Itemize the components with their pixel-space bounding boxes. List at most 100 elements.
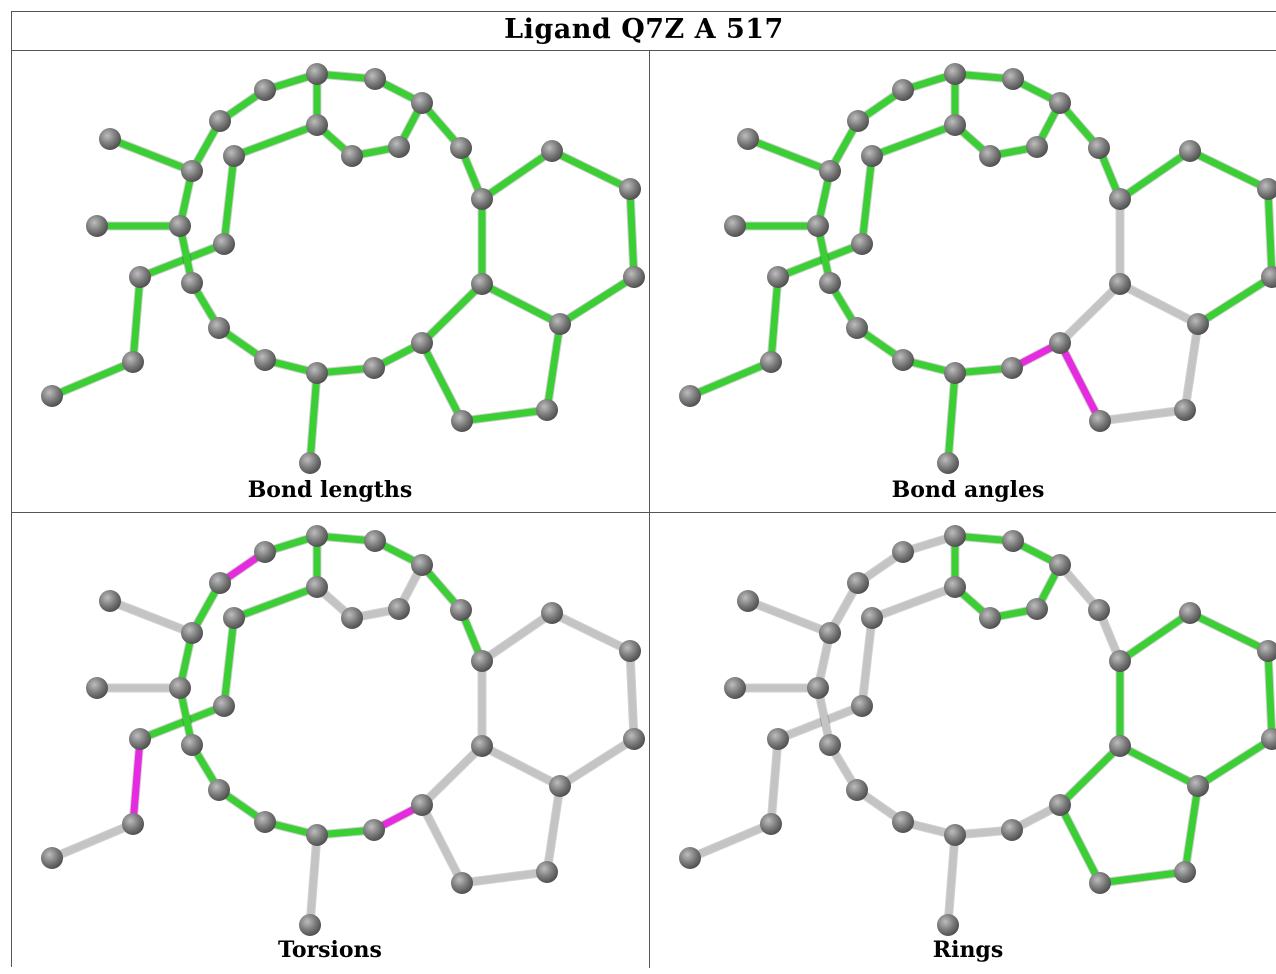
atom [181,622,203,644]
atom [760,351,782,373]
table-title: Ligand Q7Z A 517 [12,12,1276,51]
bond [458,868,551,887]
bond [1056,280,1124,347]
atom [679,847,701,869]
atom [181,160,203,182]
atom [306,114,328,136]
atom [1049,92,1071,114]
atom [223,145,245,167]
atom [129,728,151,750]
atom [364,530,386,552]
atom [1257,640,1276,662]
atom [767,728,789,750]
atom [846,317,868,339]
atom [549,775,571,797]
molecule-diagram-torsions [41,525,645,936]
atom [99,128,121,150]
bond [306,369,321,467]
atom [1261,728,1276,750]
atom [223,607,245,629]
atom [306,525,328,547]
atom [1187,313,1209,335]
atom [181,272,203,294]
atom [208,779,230,801]
bond [48,358,137,400]
atom [181,734,203,756]
bond [543,782,564,876]
atom [851,695,873,717]
atom [536,399,558,421]
bond [944,831,959,929]
atom [411,794,433,816]
atom [1174,399,1196,421]
atom [819,622,841,644]
atom [306,824,328,846]
atom [807,215,829,237]
atom [861,607,883,629]
bond [220,152,238,248]
atom [737,128,759,150]
bond [478,147,556,203]
bond [774,702,866,743]
bond [944,369,959,467]
atom [299,914,321,936]
bond [548,609,634,655]
bond [1056,742,1124,809]
atom [451,410,473,432]
atom [1001,357,1023,379]
bond [230,121,321,160]
atom [944,114,966,136]
atom [86,215,108,237]
bond [230,583,321,622]
atom [411,332,433,354]
panel-bond-angles: Bond angles [650,51,1276,512]
row-divider [12,512,1276,513]
bond [1116,742,1202,790]
bond [556,273,638,328]
bond [686,358,775,400]
atom [819,272,841,294]
atom [1179,140,1201,162]
column-divider [649,50,650,968]
atom [1026,136,1048,158]
molecule-diagram-bond-lengths [41,63,645,474]
atom [1049,554,1071,576]
atom [306,362,328,384]
atom [364,68,386,90]
atom [213,695,235,717]
atom [937,914,959,936]
bond [478,742,564,790]
ligand-table: Ligand Q7Z A 517 Bond lengths Bond angle… [11,11,1276,968]
atom [847,572,869,594]
atom [254,349,276,371]
atom [411,554,433,576]
atom [892,541,914,563]
atom [937,452,959,474]
atom [767,266,789,288]
bond [556,735,638,790]
atom [411,92,433,114]
bond [858,152,876,248]
atom [86,677,108,699]
atom [892,349,914,371]
atom [1002,68,1024,90]
panel-rings: Rings [650,513,1276,974]
atom [1179,602,1201,624]
atom [549,313,571,335]
bond [868,583,959,622]
panel-torsions: Torsions [12,513,648,974]
bond [48,820,137,862]
panel-bond-lengths: Bond lengths [12,51,648,512]
atom [450,599,472,621]
atom [944,824,966,846]
atom [847,110,869,132]
bond [478,280,564,328]
atom [861,145,883,167]
atom [892,79,914,101]
atom [129,266,151,288]
atom [819,734,841,756]
atom [541,140,563,162]
atom [944,362,966,384]
bond [129,735,144,828]
atom [213,233,235,255]
